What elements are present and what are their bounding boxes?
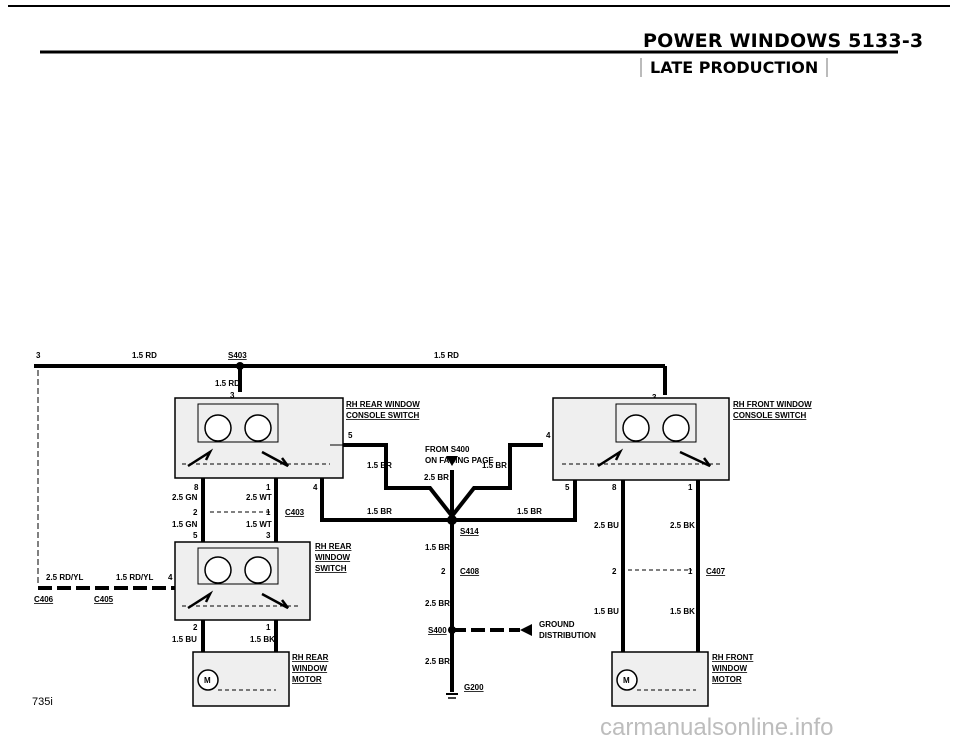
component-label: WINDOW — [292, 664, 328, 673]
switch-contact-icon — [662, 414, 690, 442]
pin-label: 2 — [441, 567, 446, 576]
component-label: CONSOLE SWITCH — [346, 411, 420, 420]
wire-label: 1.5 BR — [367, 507, 392, 516]
pin-label: 3 — [230, 391, 235, 400]
pin-label: 4 — [546, 431, 551, 440]
pin-label: 3 — [36, 351, 41, 360]
component-label: RH FRONT WINDOW — [733, 400, 812, 409]
wire-label: 2.5 BR — [424, 473, 449, 482]
ground-br-network — [320, 443, 577, 699]
component-label: RH REAR WINDOW — [346, 400, 420, 409]
motor-label: M — [623, 676, 630, 685]
component-label: RH REAR — [315, 542, 352, 551]
pin-label: 2 — [612, 567, 617, 576]
watermark: carmanualsonline.info — [600, 714, 834, 741]
pin-label: 8 — [612, 483, 617, 492]
motor-label: M — [204, 676, 211, 685]
component-label: RH REAR — [292, 653, 329, 662]
pin-label: 1 — [266, 483, 271, 492]
connector-label: C408 — [460, 567, 480, 576]
component-label: WINDOW — [315, 553, 351, 562]
component-label: WINDOW — [712, 664, 748, 673]
wire-label: 1.5 RD — [132, 351, 157, 360]
arrow-left-icon — [520, 624, 532, 636]
rh-rear-console-switch — [174, 397, 344, 479]
pin-label: 2 — [193, 508, 198, 517]
page-subtitle: LATE PRODUCTION — [640, 58, 829, 77]
pin-label: 8 — [194, 483, 199, 492]
wire-label: 1.5 BU — [594, 607, 619, 616]
wire-label: 2.5 RD/YL — [46, 573, 83, 582]
wire-label: 1.5 BR — [482, 461, 507, 470]
wire-label: 1.5 RD/YL — [116, 573, 153, 582]
switch-arm-icon — [187, 448, 289, 468]
wire-label: 1.5 WT — [246, 520, 272, 529]
wire-label: 2.5 BU — [594, 521, 619, 530]
wire-label: 2.5 BR — [425, 599, 450, 608]
rh-front-window-motor: M — [611, 651, 709, 707]
pin-label: 4 — [168, 573, 173, 582]
note-label: GROUND — [539, 620, 575, 629]
pin-label: 5 — [348, 431, 353, 440]
connector-label: C406 — [34, 595, 54, 604]
component-label: SWITCH — [315, 564, 347, 573]
pin-label: 5 — [193, 531, 198, 540]
motor-icon — [616, 669, 638, 691]
top-bus-wire — [34, 362, 667, 585]
switch-contact-icon — [204, 556, 232, 584]
wire-label: 1.5 BR — [517, 507, 542, 516]
switch-contact-icon — [244, 414, 272, 442]
connector-label: C403 — [285, 508, 305, 517]
splice-label: S414 — [460, 527, 479, 536]
pin-label: 1 — [266, 508, 271, 517]
wire-label: 1.5 BR — [425, 543, 450, 552]
wire-label: 1.5 BK — [250, 635, 275, 644]
pin-label: 2 — [193, 623, 198, 632]
wire-label: 1.5 BU — [172, 635, 197, 644]
page-title: POWER WINDOWS 5133-3 — [643, 30, 924, 52]
wire-label: 2.5 WT — [246, 493, 272, 502]
wire-label: 2.5 GN — [172, 493, 198, 502]
connector-label: C407 — [706, 567, 726, 576]
wire-label: 2.5 BR — [425, 657, 450, 666]
wire-label: 1.5 GN — [172, 520, 198, 529]
note-label: FROM S400 — [425, 445, 470, 454]
pin-label: 3 — [266, 531, 271, 540]
wire-label: 1.5 RD — [215, 379, 240, 388]
pin-label: 1 — [688, 567, 693, 576]
arrow-down-icon — [446, 456, 458, 466]
note-label: DISTRIBUTION — [539, 631, 596, 640]
switch-contact-icon — [244, 556, 272, 584]
splice-label: S403 — [228, 351, 247, 360]
model-label: 735i — [32, 696, 53, 708]
motor-icon — [197, 669, 219, 691]
switch-arm-icon — [187, 590, 289, 610]
wire-label: 2.5 BK — [670, 521, 695, 530]
component-label: MOTOR — [292, 675, 322, 684]
s403-splice — [236, 362, 244, 370]
pin-label: 1 — [688, 483, 693, 492]
pin-label: 4 — [313, 483, 318, 492]
note-label: ON FACING PAGE — [425, 456, 494, 465]
switch-contact-icon — [622, 414, 650, 442]
component-label: CONSOLE SWITCH — [733, 411, 807, 420]
pin-label: 1 — [266, 623, 271, 632]
wire-label: 1.5 RD — [434, 351, 459, 360]
connector-label: C405 — [94, 595, 114, 604]
wire-label: 1.5 BK — [670, 607, 695, 616]
component-label: MOTOR — [712, 675, 742, 684]
component-label: RH FRONT — [712, 653, 753, 662]
rh-rear-window-switch — [174, 541, 311, 621]
rh-front-console-switch — [552, 397, 730, 481]
pin-label: 5 — [565, 483, 570, 492]
switch-arm-icon — [597, 448, 711, 468]
wire-label: 1.5 BR — [367, 461, 392, 470]
ground-label: G200 — [464, 683, 484, 692]
switch-contact-icon — [204, 414, 232, 442]
rh-rear-window-motor: M — [192, 651, 290, 707]
splice-label: S400 — [428, 626, 447, 635]
